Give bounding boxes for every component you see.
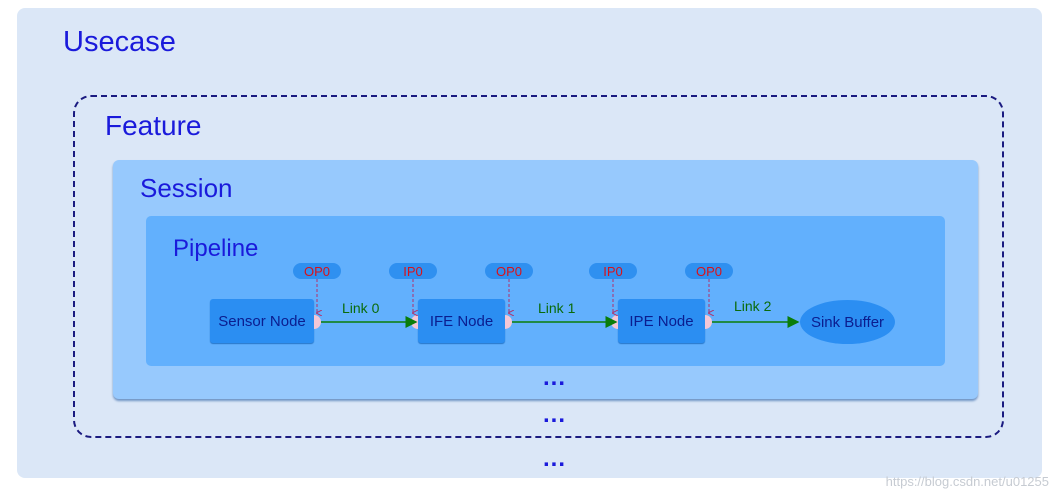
link-0-label: Link 0	[342, 300, 380, 316]
feature-title: Feature	[105, 110, 202, 141]
sensor-output-port-label: OP0	[293, 263, 341, 279]
ife-node: IFE Node	[418, 299, 505, 343]
link-1-label: Link 1	[538, 300, 576, 316]
ife-output-port-label: OP0	[485, 263, 533, 279]
usecase-title: Usecase	[63, 26, 176, 58]
session-more-ellipsis: ...	[543, 364, 567, 391]
ife-input-port-label: IP0	[389, 263, 437, 279]
ipe-input-port-label: IP0	[589, 263, 637, 279]
sink-buffer: Sink Buffer	[800, 300, 895, 344]
ipe-output-port-label: OP0	[685, 263, 733, 279]
session-title: Session	[140, 173, 233, 203]
ife-output-port	[505, 315, 512, 329]
pipeline-title: Pipeline	[173, 235, 259, 262]
watermark: https://blog.csdn.net/u01255	[885, 474, 1049, 489]
feature-more-ellipsis: ...	[543, 401, 567, 428]
usecase-more-ellipsis: ...	[543, 445, 567, 472]
sensor-output-port	[314, 315, 321, 329]
feature-container	[73, 95, 1004, 438]
link-2-label: Link 2	[734, 298, 772, 314]
sensor-node: Sensor Node	[210, 299, 314, 343]
ipe-node: IPE Node	[618, 299, 705, 343]
ipe-output-port	[705, 315, 712, 329]
